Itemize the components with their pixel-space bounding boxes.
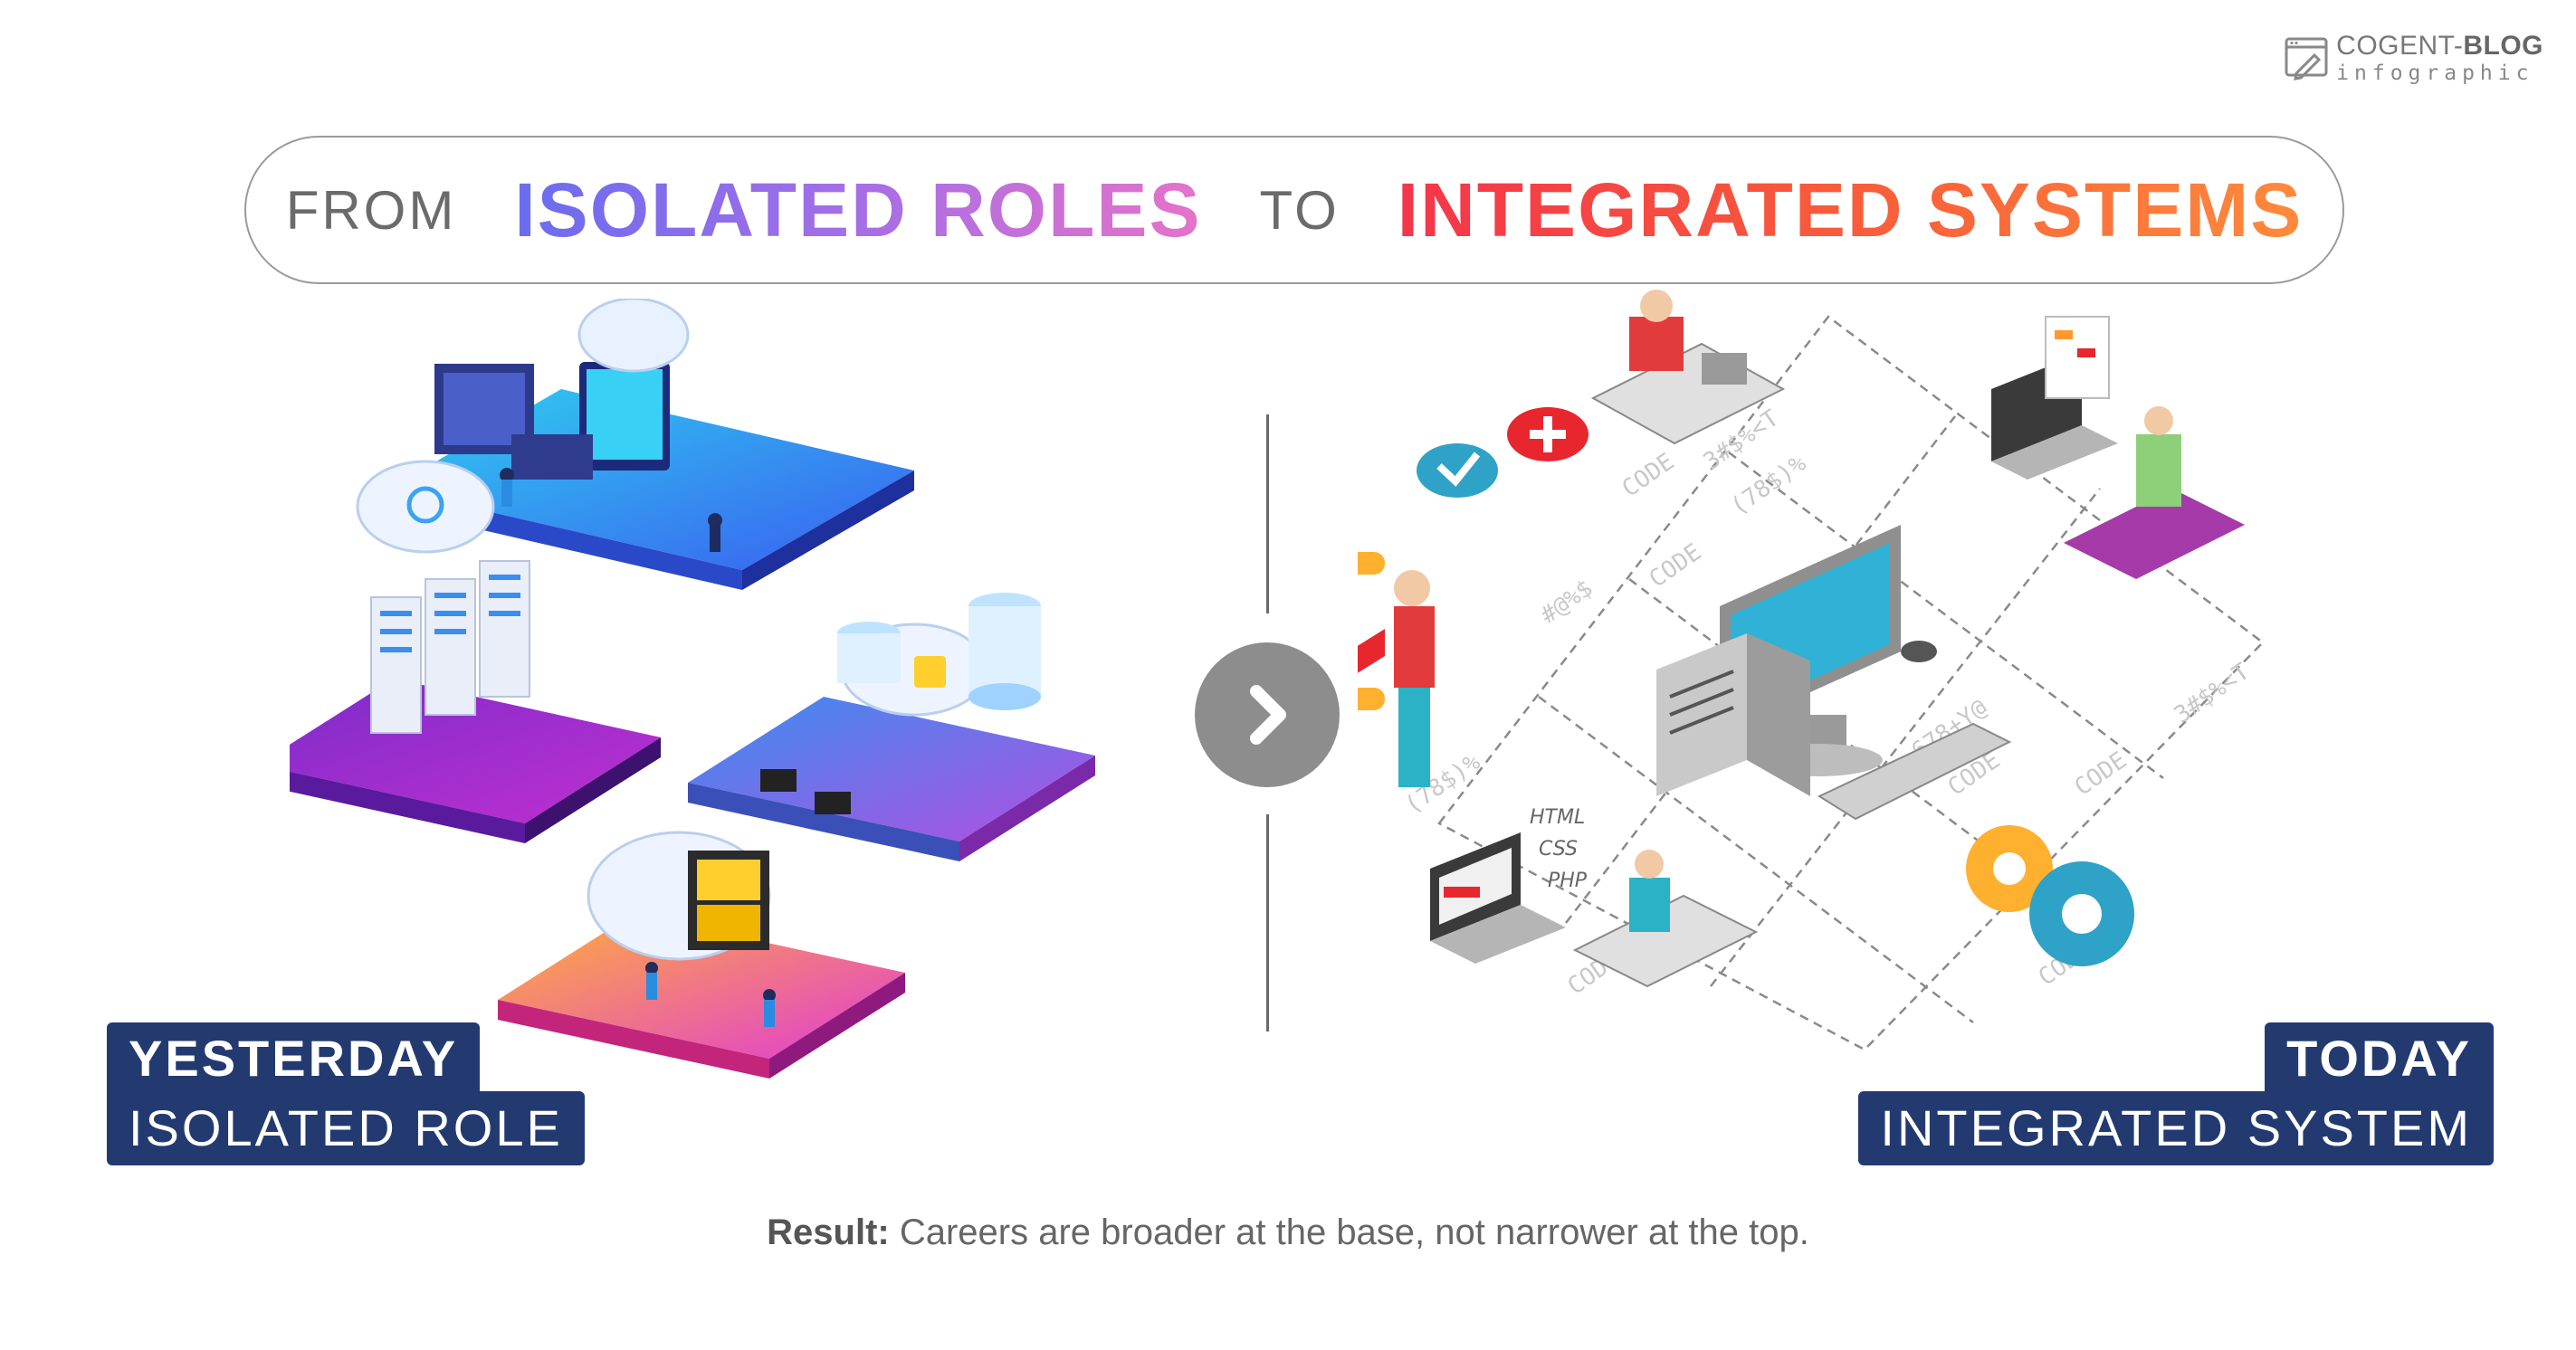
workstation-top	[1590, 290, 1786, 445]
transition-arrow	[1195, 642, 1340, 787]
brand-logo: COGENT-BLOG infographic	[2284, 33, 2543, 84]
floor-code-1: CODE	[1617, 448, 1680, 502]
result-prefix: Result:	[767, 1212, 890, 1252]
laptop-top-right	[1991, 316, 2118, 480]
result-text: Careers are broader at the base, not nar…	[889, 1212, 1809, 1252]
label-yesterday: YESTERDAY	[107, 1022, 481, 1095]
isolated-roles-illustration	[290, 299, 1095, 1079]
gears-icon	[1966, 825, 2134, 966]
divider-bottom	[1266, 814, 1269, 1032]
floor-code-2: CODE	[1645, 538, 1707, 593]
result-caption: Result: Careers are broader at the base,…	[0, 1212, 2576, 1253]
floor-symbols-1: #@%$	[1536, 575, 1598, 629]
central-computer	[1656, 525, 2012, 821]
browser-pencil-icon	[2285, 37, 2328, 81]
platform-cloud-dev	[389, 299, 914, 590]
headline-banner: FROM ISOLATED ROLES TO INTEGRATED SYSTEM…	[244, 136, 2344, 284]
laptop-bottom-left: HTML CSS PHP	[1430, 806, 1588, 964]
headline-from: FROM	[285, 179, 457, 241]
floor-code-6: CODE	[2070, 746, 2132, 801]
headline-left-phrase: ISOLATED ROLES	[514, 166, 1202, 252]
platform-cloud-files	[498, 831, 905, 1079]
workstation-right	[2064, 406, 2245, 579]
headline-right-phrase: INTEGRATED SYSTEMS	[1397, 166, 2304, 252]
headline-to: TO	[1259, 179, 1340, 241]
status-badges	[1417, 407, 1589, 498]
floor-symbols-3: (78$)%	[1726, 450, 1811, 521]
chevron-right-icon	[1250, 685, 1286, 745]
brand-name: COGENT-BLOG	[2336, 31, 2543, 61]
divider-top	[1266, 414, 1269, 613]
label-isolated-role: ISOLATED ROLE	[107, 1091, 585, 1165]
tag-html: HTML	[1530, 806, 1585, 829]
label-today: TODAY	[2265, 1022, 2494, 1095]
label-integrated-system: INTEGRATED SYSTEM	[1858, 1091, 2494, 1165]
brand-subtitle: infographic	[2336, 62, 2534, 85]
workstation-bottom	[1572, 850, 1759, 988]
person-standing	[1358, 552, 1435, 787]
integrated-system-illustration: CODE CODE CODE CODE CODE CODE #@%$ 3#$%<…	[1358, 290, 2265, 1051]
floor-symbols-5: 3#$%<T	[2170, 658, 2255, 729]
tag-css: CSS	[1539, 838, 1578, 860]
platform-servers	[290, 460, 661, 843]
platform-databases	[688, 593, 1095, 861]
tag-php: PHP	[1548, 870, 1588, 892]
